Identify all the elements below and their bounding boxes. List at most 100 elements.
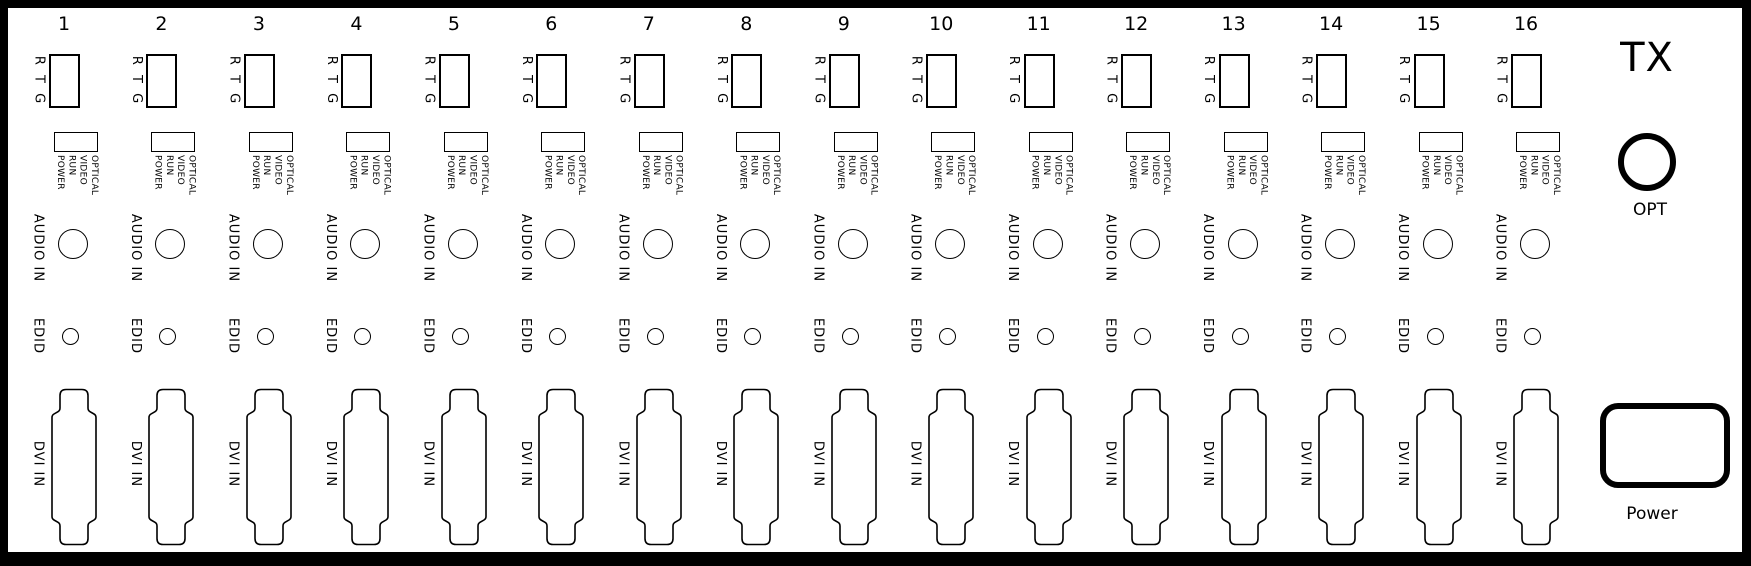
audio-in-jack [1325,229,1356,259]
led-label-video: VIDEO [1247,155,1258,186]
led-label-video: VIDEO [1052,155,1063,186]
led-label-optical: OPTICAL [1161,155,1172,196]
led-label-optical: OPTICAL [673,155,684,196]
rtg-terminal-block [536,54,568,108]
edid-label: EDID [1492,317,1508,355]
led-label-run: RUN [651,155,662,176]
edid-button [744,328,762,345]
rtg-terminal-block [926,54,958,108]
led-label-power: POWER [1517,155,1528,190]
led-label-power: POWER [737,155,748,190]
led-label-video: VIDEO [77,155,88,186]
led-label-optical: OPTICAL [1063,155,1074,196]
rtg-terminal-label: R T G [421,55,437,107]
dvi-in-connector [148,388,195,546]
channel-number: 3 [252,13,265,35]
led-indicator-window [1126,132,1171,152]
edid-button [1329,328,1347,345]
audio-in-jack [1032,229,1063,259]
rtg-terminal-block [1511,54,1543,108]
led-label-run: RUN [1430,155,1441,176]
led-label-optical: OPTICAL [478,155,489,196]
led-label-run: RUN [1138,155,1149,176]
audio-in-label: AUDIO IN [615,213,631,283]
led-label-power: POWER [932,155,943,190]
led-label-optical: OPTICAL [771,155,782,196]
led-label-optical: OPTICAL [283,155,294,196]
led-label-run: RUN [748,155,759,176]
audio-in-jack [447,229,478,259]
edid-label: EDID [712,317,728,355]
led-label-video: VIDEO [370,155,380,186]
dvi-in-connector [1220,388,1267,546]
rtg-terminal-block [828,54,860,108]
audio-in-label: AUDIO IN [1297,213,1313,283]
rtg-terminal-block [341,54,373,108]
channel-number: 10 [929,13,954,35]
dvi-in-connector [830,388,877,546]
audio-in-jack [1422,229,1453,259]
led-label-run: RUN [1040,155,1051,176]
audio-in-jack [252,229,283,259]
led-label-power: POWER [639,155,650,190]
rtg-terminal-label: R T G [1103,55,1119,107]
led-indicator-window [931,132,976,152]
led-label-run: RUN [943,155,954,176]
led-indicator-window [1321,132,1366,152]
rtg-terminal-label: R T G [1298,55,1314,107]
led-indicator-window [443,132,488,152]
edid-button [1524,328,1542,345]
rtg-terminal-label: R T G [811,55,827,107]
edid-label: EDID [810,317,826,355]
led-label-video: VIDEO [1149,155,1160,186]
opt-port-circle [1618,133,1676,191]
rtg-terminal-block [1218,54,1250,108]
audio-in-label: AUDIO IN [517,213,533,283]
dvi-in-label: DVI IN [1297,440,1313,488]
rtg-terminal-block [1121,54,1153,108]
audio-in-jack [837,229,868,259]
dvi-in-label: DVI IN [420,440,436,488]
rtg-terminal-block [49,54,80,108]
channel-number: 2 [155,13,168,35]
dvi-in-label: DVI IN [615,440,631,488]
led-label-power: POWER [1322,155,1333,190]
led-label-optical: OPTICAL [966,155,977,196]
rtg-terminal-label: R T G [1493,55,1509,107]
led-indicator-window [346,132,391,152]
edid-label: EDID [615,317,631,355]
audio-in-jack [740,229,771,259]
dvi-in-label: DVI IN [907,440,923,488]
led-indicator-window [736,132,781,152]
edid-label: EDID [1005,317,1021,355]
rtg-terminal-block [633,54,665,108]
led-label-power: POWER [1127,155,1138,190]
audio-in-label: AUDIO IN [1005,213,1021,283]
led-label-run: RUN [846,155,857,176]
dvi-in-label: DVI IN [1492,440,1508,488]
led-indicator-window [248,132,293,152]
audio-in-label: AUDIO IN [1200,213,1216,283]
led-label-video: VIDEO [1344,155,1355,186]
led-indicator-window [1028,132,1073,152]
led-indicator-window [541,132,586,152]
dvi-in-label: DVI IN [810,440,826,488]
edid-button [1134,328,1152,345]
led-label-run: RUN [1235,155,1246,176]
led-label-run: RUN [66,155,77,176]
edid-button [354,328,372,345]
edid-label: EDID [30,317,46,355]
audio-in-jack [935,229,966,259]
dvi-in-connector [538,388,585,546]
power-label: Power [1626,504,1678,524]
led-label-power: POWER [834,155,845,190]
edid-label: EDID [517,317,533,355]
audio-in-label: AUDIO IN [1395,213,1411,283]
